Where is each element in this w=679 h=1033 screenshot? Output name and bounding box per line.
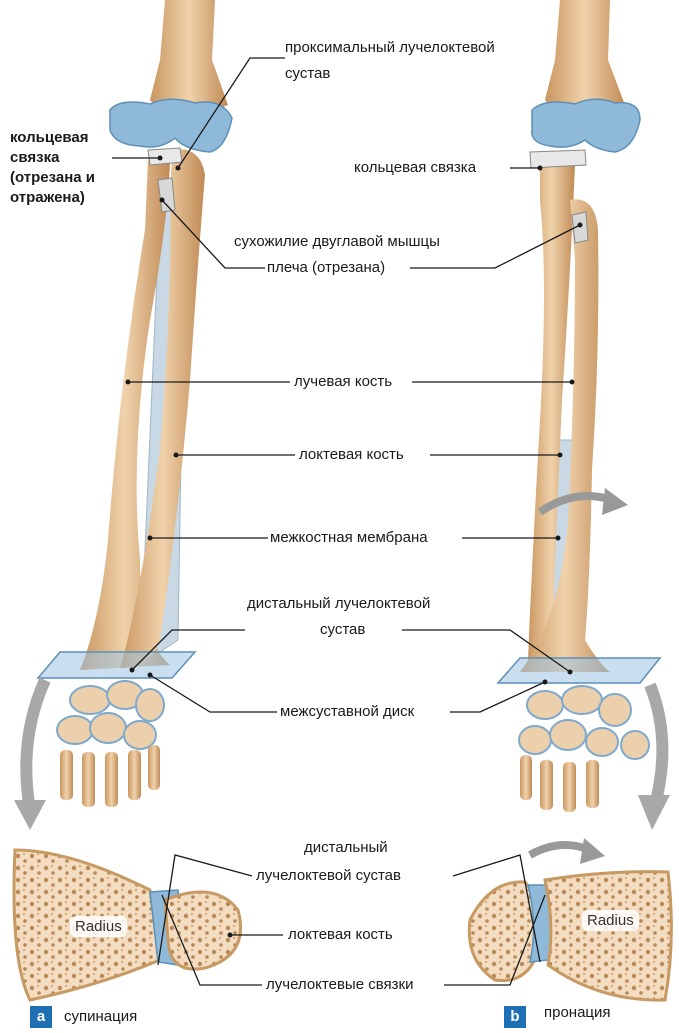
label-distal-joint-line2: сустав xyxy=(318,620,367,640)
label-cs-ligaments: лучелоктевые связки xyxy=(264,975,415,995)
label-radius-cs-right: Radius xyxy=(582,910,639,931)
cross-section-supination xyxy=(14,850,241,1000)
panel-letter-a: a xyxy=(30,1006,52,1028)
label-annular-left-line3: (отрезана и xyxy=(10,168,125,188)
label-annular-ligament-left: кольцевая связка (отрезана и отражена) xyxy=(8,128,127,208)
label-radius-bone: лучевая кость xyxy=(292,372,394,392)
pronation-forearm xyxy=(498,0,670,830)
panel-caption-pronation: пронация xyxy=(544,1004,611,1021)
label-annular-left-line4: отражена) xyxy=(10,188,125,208)
label-proximal-joint-line2: сустав xyxy=(283,64,332,84)
label-interosseous-membrane: межкостная мембрана xyxy=(268,528,430,548)
label-articular-disc: межсуставной диск xyxy=(278,702,416,722)
label-proximal-joint-line1: проксимальный лучелоктевой xyxy=(283,38,497,58)
label-annular-ligament-right: кольцевая связка xyxy=(352,158,478,178)
label-cs-distal-line2: лучелоктевой сустав xyxy=(254,866,403,886)
panel-caption-supination: супинация xyxy=(64,1008,137,1025)
label-ulna-bone: локтевая кость xyxy=(297,445,406,465)
cross-section-pronation xyxy=(469,838,671,1000)
label-radius-cs-left: Radius xyxy=(70,916,127,937)
label-biceps-tendon-line1: сухожилие двуглавой мышцы xyxy=(232,232,442,252)
label-annular-left-line1: кольцевая xyxy=(10,128,125,148)
panel-letter-b: b xyxy=(504,1006,526,1028)
label-annular-left-line2: связка xyxy=(10,148,125,168)
label-biceps-tendon-line2: плеча (отрезана) xyxy=(265,258,387,278)
label-distal-joint-line1: дистальный лучелоктевой xyxy=(245,594,432,614)
label-cs-distal-line1: дистальный xyxy=(302,838,390,858)
label-cs-ulna: локтевая кость xyxy=(286,925,395,945)
